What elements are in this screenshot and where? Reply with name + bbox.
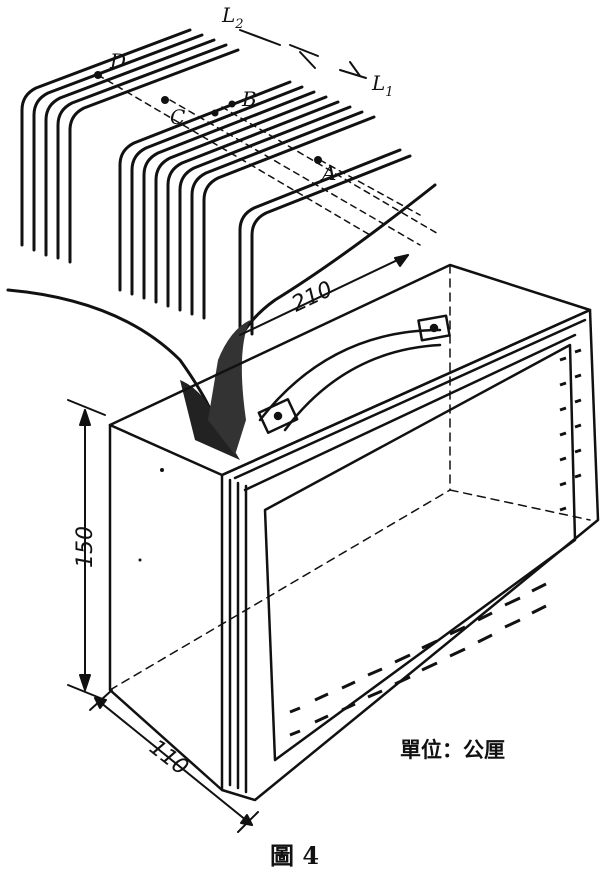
label-a: A (320, 161, 336, 185)
point-a (314, 156, 322, 164)
dimension-150-line (67, 399, 106, 701)
label-b: B (241, 87, 257, 111)
box-handle (257, 314, 451, 434)
spacing-marker-l1 (339, 61, 367, 79)
box-hidden-edges (109, 264, 591, 691)
label-l1: L1 (371, 71, 394, 100)
spacing-marker-l2 (239, 29, 319, 69)
label-l2: L2 (221, 3, 244, 32)
point-c (161, 96, 169, 104)
figure-caption: 圖 4 (270, 841, 319, 870)
wire-loops-middle (118, 80, 376, 320)
wire-loops-right (238, 148, 412, 336)
box-outline (108, 263, 600, 802)
dimension-150: 150 (73, 526, 98, 568)
vent-slots-bottom (289, 582, 547, 737)
point-b-2 (228, 100, 236, 108)
label-d: D (109, 49, 126, 73)
label-c: C (170, 105, 185, 129)
vent-slots-side (559, 348, 582, 512)
box-surface-dots (138, 468, 164, 562)
dimension-210: 210 (288, 277, 337, 317)
probe-lines (97, 74, 441, 246)
point-d (94, 71, 102, 79)
dimension-110: 110 (144, 735, 192, 781)
wire-loops-left (20, 28, 240, 264)
dimension-210-line (239, 254, 409, 336)
point-b-1 (211, 109, 219, 117)
dimension-110-line (89, 689, 259, 833)
units-note: 單位：公厘 (400, 738, 505, 762)
field-arrow-right (208, 183, 437, 455)
probe-points (94, 71, 322, 164)
